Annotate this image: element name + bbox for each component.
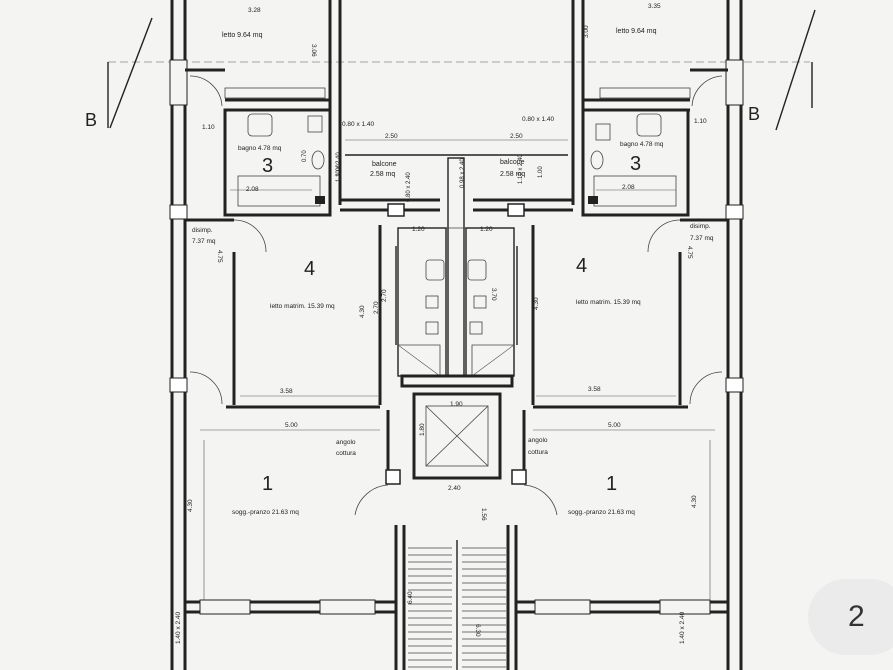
dim-label: 2.40 (448, 485, 461, 492)
kitchen-label2-left: cottura (336, 450, 356, 457)
dim-label: 0.80 x 1.40 (342, 121, 375, 128)
hall-label-left: disimp. (192, 227, 213, 234)
dim-label: 2.70 (373, 301, 380, 314)
balconies (340, 154, 573, 377)
dim-label: 5.00 (608, 422, 621, 429)
dim-label: 1.90 (450, 401, 463, 408)
dim-label: 1.20 (480, 226, 493, 233)
outer-walls (169, 0, 744, 670)
section-mark-right: B (748, 104, 760, 124)
dim-label: 2.50 (385, 133, 398, 140)
dim-label: 4.30 (187, 499, 194, 512)
dim-label: 3.06 (310, 44, 317, 57)
kitchen-label-right: angolo (528, 437, 548, 444)
elevator-core (354, 374, 558, 670)
room-number-4-left: 4 (304, 258, 315, 280)
dim-label: 3.00 (583, 25, 590, 38)
hall-label-right: disimp. (690, 223, 711, 230)
dim-label: 3.58 (588, 386, 601, 393)
room-number-4-right: 4 (576, 255, 587, 277)
section-mark-left: B (85, 110, 97, 130)
dimension-lines (200, 139, 715, 600)
room-label-bath-left: bagno 4.78 mq (238, 145, 282, 152)
room-label-top-left: letto 9.64 mq (222, 32, 263, 39)
dim-label: 0.80 x 2.40 (406, 172, 412, 202)
dim-label: 0.70 (302, 150, 308, 162)
dim-label: 4.75 (216, 250, 223, 263)
kitchen-label-left: angolo (336, 439, 356, 446)
bedroom-label-left: letto matrim. 15.39 mq (270, 303, 335, 310)
room-label-bath-right: bagno 4.78 mq (620, 141, 664, 148)
center-baths (395, 227, 518, 377)
dim-label: 6.40 (407, 591, 414, 604)
room-label-top-right: letto 9.64 mq (616, 28, 657, 35)
dim-label: 3.28 (248, 7, 261, 14)
dim-label: 3.35 (648, 3, 661, 10)
room-number-1-left: 1 (262, 473, 273, 495)
dim-label: 1.40 x 2.40 (175, 611, 182, 644)
living-label-left: sogg.-pranzo 21.63 mq (232, 509, 299, 516)
dim-label: 4.30 (359, 305, 366, 318)
section-line-b: B B (85, 9, 816, 131)
dim-label: 1.10 x 2.40 (518, 154, 524, 184)
dim-label: 2.70 (381, 289, 388, 302)
kitchen-label2-right: cottura (528, 449, 548, 456)
hall-area-right: 7.37 mq (690, 235, 714, 242)
dim-label: 0.80 x 1.40 (522, 116, 555, 123)
dim-label: 4.30 (691, 495, 698, 508)
room-number-3-right: 3 (630, 153, 641, 175)
dim-label: 3.70 (490, 288, 497, 301)
dim-label: 5.00 (285, 422, 298, 429)
dim-label: 4.75 (686, 246, 693, 259)
bedroom-label-right: letto matrim. 15.39 mq (576, 299, 641, 306)
dim-label: 1.56 (480, 508, 487, 521)
balcony-label-left: balcone (372, 161, 397, 168)
hall-area-left: 7.37 mq (192, 238, 216, 245)
balcony-label-right: balcone (500, 159, 525, 166)
dim-label: 1.10 x 2.40 (336, 152, 342, 182)
living-label-right: sogg.-pranzo 21.63 mq (568, 509, 635, 516)
dim-label: 1.20 (412, 226, 425, 233)
master-bedrooms (185, 218, 728, 409)
page-indicator[interactable]: 2 (808, 579, 893, 655)
balcony-area-left: 2.58 mq (370, 171, 395, 178)
dim-label: 4.30 (533, 297, 540, 310)
dim-label: 1.10 (694, 118, 707, 125)
room-number-3-left: 3 (262, 155, 273, 177)
dim-label: 2.08 (622, 184, 635, 191)
room-number-1-right: 1 (606, 473, 617, 495)
dim-label: 1.80 (419, 423, 426, 436)
dim-label: 6.30 (474, 624, 481, 637)
dim-label: 1.00 (336, 164, 342, 176)
dim-label: 1.10 (202, 124, 215, 131)
staircase (408, 540, 506, 670)
bathrooms (223, 108, 690, 217)
balcony-area-right: 2.58 mq (500, 171, 525, 178)
dim-label: 2.08 (246, 186, 259, 193)
dim-label: 2.50 (510, 133, 523, 140)
bottom-walls (185, 599, 728, 615)
dim-label: 3.58 (280, 388, 293, 395)
dim-label: 1.00 (538, 166, 544, 178)
dim-label: 1.40 x 2.40 (679, 611, 686, 644)
dim-label: 0.98 x 2.40 (460, 158, 466, 188)
